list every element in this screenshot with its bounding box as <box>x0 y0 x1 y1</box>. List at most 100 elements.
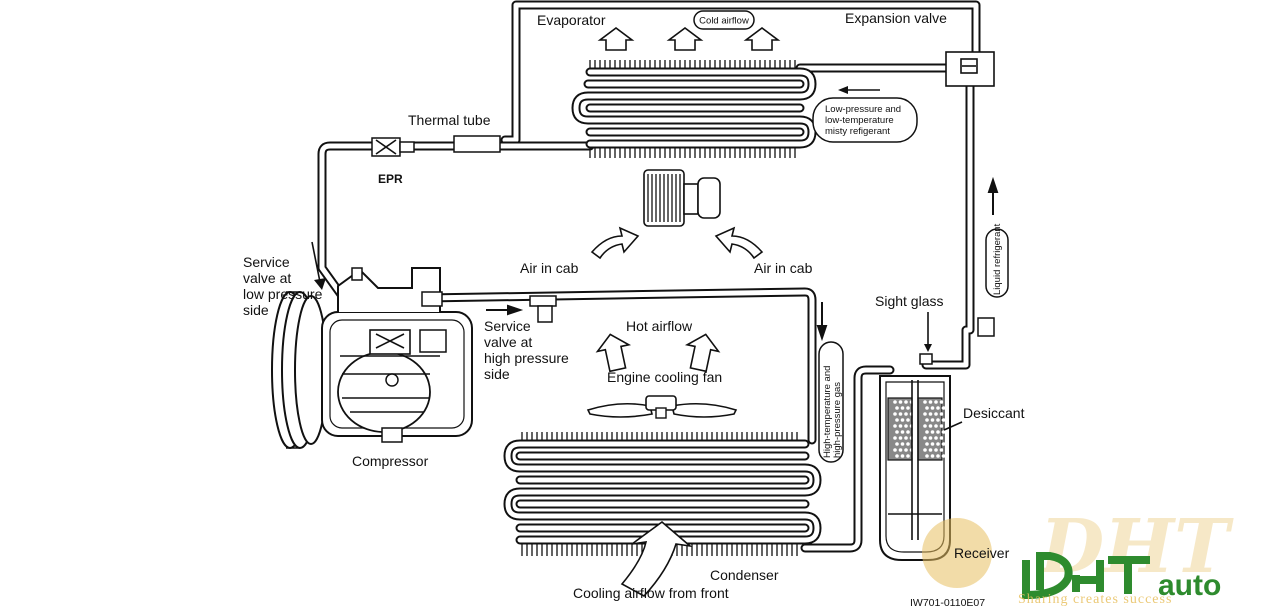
condenser <box>503 432 822 556</box>
cooling-airflow-arrow <box>620 520 693 598</box>
low-pressure-note-line1: Low-pressure and <box>825 104 901 115</box>
sight-glass-label: Sight glass <box>875 293 943 309</box>
desiccant-bead <box>923 448 927 452</box>
desiccant-bead <box>941 454 946 458</box>
figure-code-label: IW701-0110E07 <box>910 597 985 609</box>
desiccant-bead <box>934 400 938 404</box>
desiccant-label: Desiccant <box>963 405 1025 421</box>
desiccant-bead <box>893 448 897 452</box>
low-pressure-note-bubble <box>812 97 918 143</box>
cold-airflow-label: Cold airflow <box>699 16 749 27</box>
desiccant-bead <box>925 454 929 458</box>
air-in-cab-arrows <box>590 226 764 260</box>
desiccant-bead <box>941 406 946 410</box>
service-valve-low-line1: Service <box>243 254 290 270</box>
receiver-label: Receiver <box>954 545 1010 561</box>
high-pressure-gas-bubble <box>818 341 844 463</box>
service-valve-high-line2: valve at <box>484 334 532 350</box>
desiccant-bead <box>895 430 899 434</box>
desiccant-bead <box>941 442 946 446</box>
condenser-label: Condenser <box>710 567 779 583</box>
service-valve-high-line4: side <box>484 366 510 382</box>
desiccant-bead <box>930 418 935 422</box>
desiccant-bead <box>904 448 908 452</box>
desiccant-bead <box>898 424 903 428</box>
desiccant-bead <box>928 448 933 452</box>
desiccant-bead <box>900 418 905 422</box>
desiccant-bead <box>893 412 897 416</box>
text-labels: Evaporator Cold airflow Expansion valve … <box>243 10 1025 609</box>
hot-airflow-label: Hot airflow <box>626 318 693 334</box>
desiccant-bead <box>906 418 910 422</box>
engine-cooling-fan-label: Engine cooling fan <box>607 369 722 385</box>
desiccant-bead <box>936 430 940 434</box>
desiccant-bead <box>930 406 935 410</box>
desiccant-bead <box>923 424 927 428</box>
liquid-refrigerant-label: Liquid refrigerant <box>992 223 1003 295</box>
desiccant-bead <box>925 430 929 434</box>
desiccant-bead <box>906 406 910 410</box>
cold-airflow-arrows <box>597 27 781 51</box>
desiccant-bead <box>904 400 908 404</box>
service-valve-low-line4: side <box>243 302 269 318</box>
thermal-tube-label: Thermal tube <box>408 112 491 128</box>
desiccant-bead <box>928 424 933 428</box>
desiccant-bead <box>925 418 929 422</box>
high-pressure-gas-line2: high-pressure gas <box>832 382 843 458</box>
blower-motor <box>643 169 721 227</box>
cooling-airflow-label: Cooling airflow from front <box>573 585 729 601</box>
desiccant-bead <box>895 406 899 410</box>
desiccant-bead <box>898 400 903 404</box>
low-pressure-service-arrow <box>311 241 321 283</box>
engine-cooling-fan <box>586 395 738 419</box>
desiccant-bead <box>923 436 927 440</box>
desiccant-bead <box>900 454 905 458</box>
liquid-refrigerant-bubble <box>985 228 1009 298</box>
desiccant-bead <box>939 400 944 404</box>
desiccant-bead <box>936 406 940 410</box>
refrigerant-pipes <box>317 0 981 553</box>
desiccant-bead <box>923 400 927 404</box>
expansion-valve-label: Expansion valve <box>845 10 947 26</box>
desiccant-bead <box>898 448 903 452</box>
desiccant-bead <box>934 448 938 452</box>
watermark-sun <box>922 518 992 588</box>
watermark-brand: auto <box>1158 569 1221 602</box>
high-pressure-gas-line1: High-temperature and <box>822 366 833 458</box>
service-valve-low-line2: valve at <box>243 270 291 286</box>
desiccant-bead <box>936 454 940 458</box>
desiccant-bead <box>939 436 944 440</box>
air-in-cab-left-label: Air in cab <box>520 260 579 276</box>
service-valve-high-line3: high pressure <box>484 350 569 366</box>
desiccant-bead <box>930 454 935 458</box>
desiccant-bead <box>895 442 899 446</box>
desiccant-bead <box>893 400 897 404</box>
expansion-valve <box>945 51 995 87</box>
cold-airflow-bubble <box>693 10 755 30</box>
low-pressure-note-line2: low-temperature <box>825 115 894 126</box>
service-valve-low-line3: low pressure <box>243 286 323 302</box>
desiccant-bead <box>928 436 933 440</box>
desiccant-pointer <box>943 421 963 431</box>
desiccant-bead <box>941 430 946 434</box>
desiccant-bead <box>939 448 944 452</box>
desiccant-bead <box>936 442 940 446</box>
compressor <box>271 267 473 449</box>
desiccant-bead <box>934 412 938 416</box>
liquid-line-fitting <box>977 317 995 337</box>
receiver-drier <box>879 353 951 561</box>
desiccant-bead <box>906 454 910 458</box>
epr-valve <box>371 137 415 157</box>
watermark-slogan: Sharing creates success <box>1018 592 1172 607</box>
epr-label: EPR <box>378 172 403 186</box>
desiccant-bead <box>900 430 905 434</box>
desiccant-bead <box>941 418 946 422</box>
desiccant-bead <box>900 406 905 410</box>
desiccant-bead <box>928 400 933 404</box>
desiccant-bead <box>939 412 944 416</box>
desiccant-bead <box>930 430 935 434</box>
desiccant-bead <box>893 436 897 440</box>
desiccant-bead <box>904 412 908 416</box>
service-valve-high-line1: Service <box>484 318 531 334</box>
